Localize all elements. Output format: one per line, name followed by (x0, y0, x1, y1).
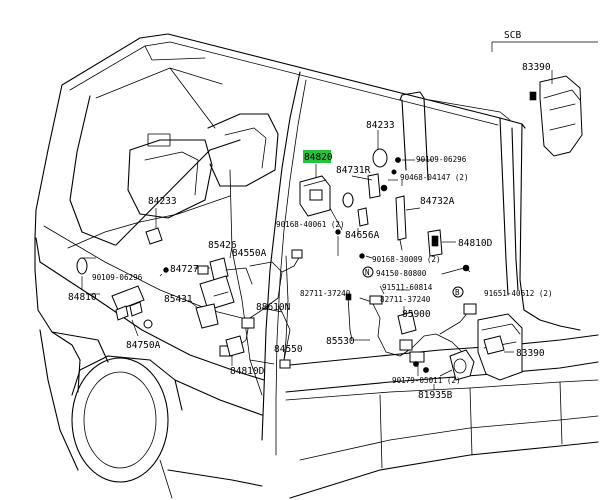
label-91511-60814[interactable]: 91511-60814 (382, 283, 433, 292)
part-84656a-switch (357, 207, 369, 234)
label-90109-06296-left[interactable]: 90109-06296 (92, 273, 143, 282)
label-84810d-lower[interactable]: 84810D (230, 366, 265, 377)
label-84550[interactable]: 84550 (274, 344, 303, 355)
label-84656a[interactable]: 84656A (345, 230, 380, 241)
part-85431-unit (187, 299, 219, 329)
label-91651-40612[interactable]: 91651-40612 (2) (484, 289, 553, 298)
seat-backs (127, 113, 279, 219)
part-85900-relay (397, 306, 417, 335)
label-84233-top[interactable]: 84233 (366, 120, 395, 131)
part-84727-connector (194, 265, 209, 275)
label-82711-37240-b[interactable]: 82711-37240 (380, 295, 431, 304)
label-84727[interactable]: 84727 (170, 264, 199, 275)
label-85530[interactable]: 85530 (326, 336, 355, 347)
callout-marker-n: N (362, 266, 374, 278)
label-90468-04147[interactable]: 90468-04147 (2) (400, 173, 469, 182)
part-labels: 83390 84233 84820 90109-06296 84731R 904… (68, 62, 553, 401)
callout-marker-b: B (452, 286, 464, 298)
label-90109-06296-top[interactable]: 90109-06296 (416, 155, 467, 164)
section-tag-label: SCB (504, 30, 521, 41)
part-84233-button-top (372, 130, 388, 168)
part-84810-switch-left (76, 257, 88, 290)
label-90168-30009[interactable]: 90168-30009 (2) (372, 255, 441, 264)
part-85530-harness (354, 295, 477, 363)
label-94150-80800[interactable]: 94150-80800 (376, 269, 427, 278)
part-88610n-harness (277, 255, 289, 361)
scb-callout: SCB (491, 30, 598, 52)
label-84820[interactable]: 84820 (304, 152, 333, 163)
label-84233-left[interactable]: 84233 (148, 196, 177, 207)
part-84750a-switch (111, 285, 153, 337)
label-90179-05011[interactable]: 90179-05011 (2) (392, 376, 461, 385)
label-85426[interactable]: 85426 (208, 240, 237, 251)
label-84810[interactable]: 84810 (68, 292, 97, 303)
marker-n-label: N (365, 268, 370, 277)
part-81935b-lamp (433, 349, 475, 390)
label-90168-40061[interactable]: 90168-40061 (2) (276, 220, 345, 229)
part-82711-37240-clip (345, 253, 373, 341)
nuts-90179-05011 (413, 361, 429, 376)
part-84820-switch (299, 164, 331, 217)
part-84732a-switch (395, 195, 421, 251)
label-83390-top[interactable]: 83390 (522, 62, 551, 73)
label-84731r[interactable]: 84731R (336, 165, 371, 176)
marker-b-label: B (455, 288, 460, 297)
part-84810d-switch-lower (225, 335, 245, 366)
label-84732a[interactable]: 84732A (420, 196, 455, 207)
part-91651-bolts (441, 264, 471, 275)
highlight-84820 (303, 150, 331, 163)
label-83390-lower[interactable]: 83390 (516, 348, 545, 359)
label-85900[interactable]: 85900 (402, 309, 431, 320)
part-84810d-switch-right (427, 229, 456, 257)
part-83390-module-top (529, 70, 583, 157)
label-82711-37240-a[interactable]: 82711-37240 (300, 289, 351, 298)
part-84233-button-left (145, 208, 163, 245)
label-84750a[interactable]: 84750A (126, 340, 161, 351)
vehicle-body-outline (34, 33, 599, 499)
screw-90168-40061 (335, 229, 341, 256)
label-85431[interactable]: 85431 (164, 294, 193, 305)
screw-90109-06296-left (159, 267, 169, 277)
label-84550a[interactable]: 84550A (232, 248, 267, 259)
part-84550a-harness (219, 249, 303, 369)
part-84731r-switch (342, 173, 381, 208)
label-88610n[interactable]: 88610N (256, 302, 291, 313)
part-83390-module-lower (477, 313, 523, 381)
leader-lines (82, 159, 432, 365)
screws-upper (380, 157, 415, 192)
label-81935b[interactable]: 81935B (418, 390, 453, 401)
label-84810d-right[interactable]: 84810D (458, 238, 493, 249)
